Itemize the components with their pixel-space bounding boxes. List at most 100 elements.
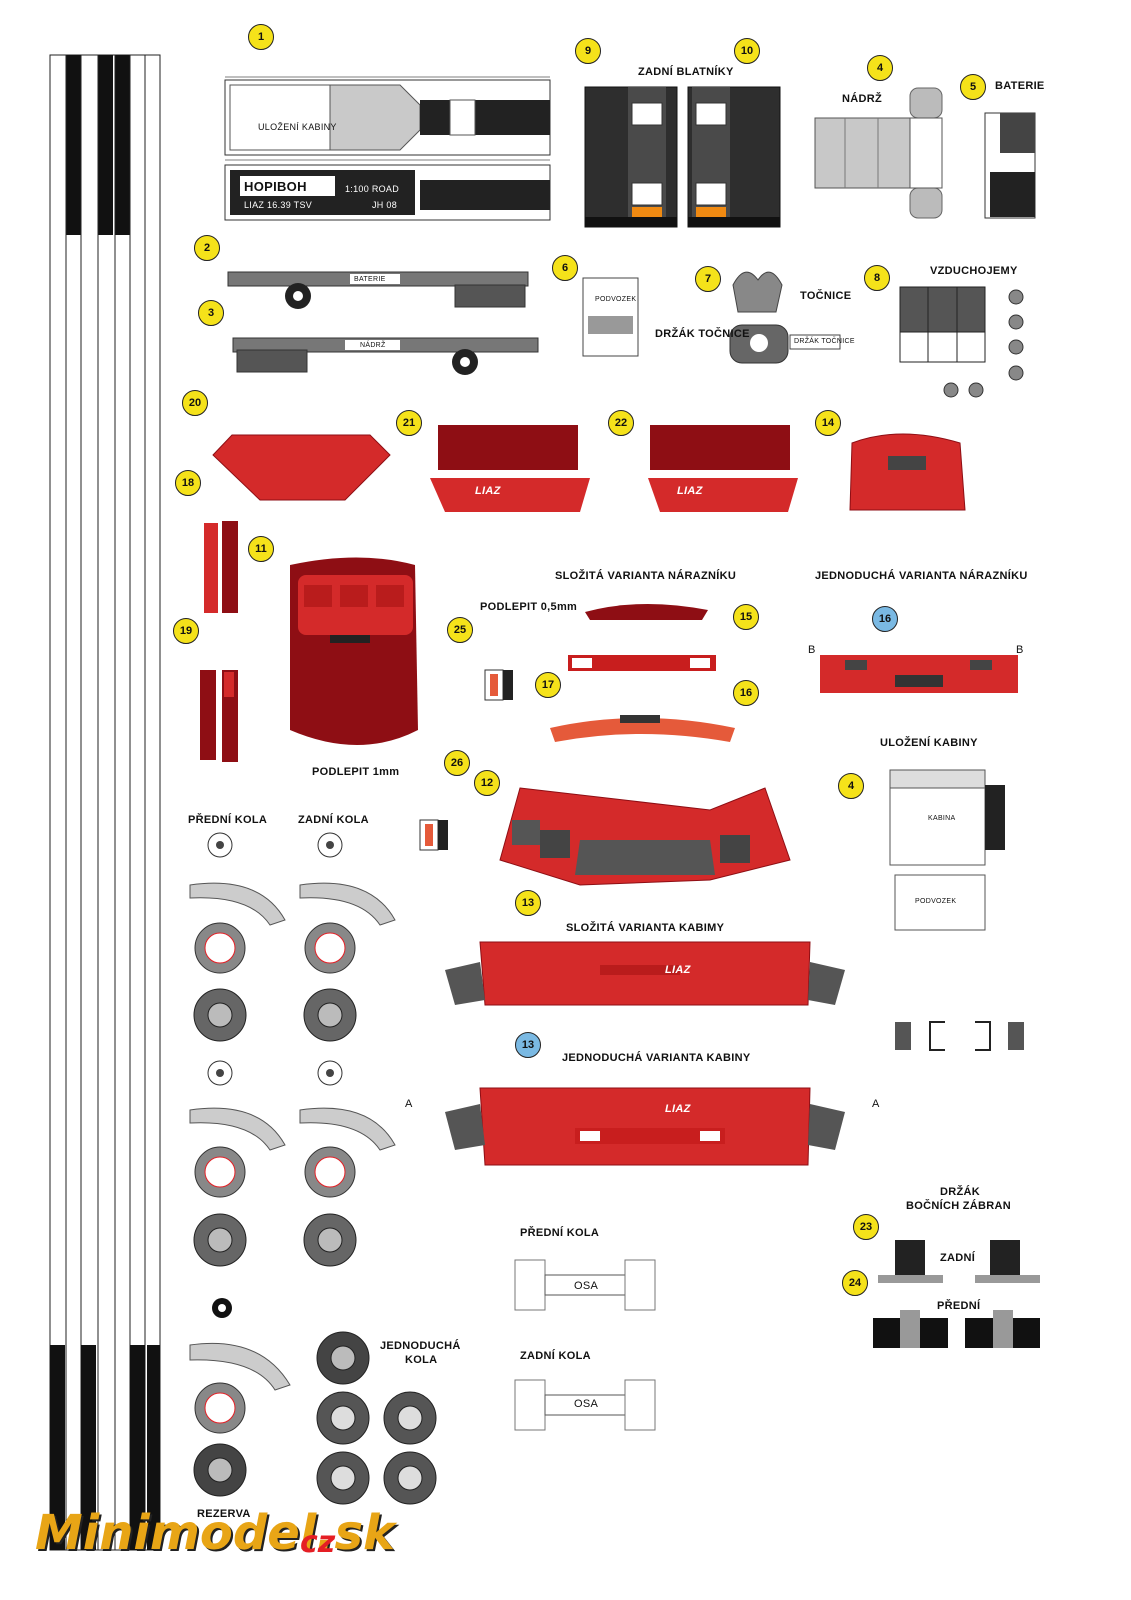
label-zadni-kola: ZADNÍ KOLA (298, 814, 369, 826)
callout-25: 25 (447, 617, 473, 643)
label-rezerva: REZERVA (197, 1508, 251, 1520)
callout-24: 24 (842, 1270, 868, 1296)
part21-liaz: LIAZ (475, 485, 501, 497)
callout-18: 18 (175, 470, 201, 496)
callout-1: 1 (248, 24, 274, 50)
callout-16a: 16 (872, 606, 898, 632)
label-zadni-kola-osa: ZADNÍ KOLA (520, 1350, 591, 1362)
label-slozita-kabiny: SLOŽITÁ VARIANTA KABIMY (566, 922, 725, 934)
marker-a-left: A (405, 1098, 413, 1110)
callout-8: 8 (864, 265, 890, 291)
part-13-cab-simple (445, 1087, 845, 1166)
callout-13b: 13 (515, 1032, 541, 1058)
part-13-cab-complex (445, 941, 845, 1006)
wheels-group (189, 832, 437, 1505)
part-24-holder (873, 1310, 1040, 1348)
part-19-strips (200, 670, 238, 762)
part-17-bumper (550, 715, 735, 742)
label-jednoducha-kola-2: KOLA (405, 1354, 438, 1366)
part13-liaz: LIAZ (665, 964, 691, 976)
callout-20: 20 (182, 390, 208, 416)
marker-b-left: B (808, 644, 816, 656)
part3-text: NÁDRŽ (360, 342, 386, 349)
part-3-chassis-side (232, 337, 539, 375)
callout-3: 3 (198, 300, 224, 326)
callout-4b: 4 (838, 773, 864, 799)
part-12-window-strip (499, 787, 791, 886)
label-tocnice: TOČNICE (800, 290, 852, 302)
label-predni-kola: PŘEDNÍ KOLA (188, 814, 268, 826)
callout-5: 5 (960, 74, 986, 100)
part-22-panel (648, 425, 798, 512)
part-23-holder (878, 1240, 1040, 1283)
callout-6: 6 (552, 255, 578, 281)
callout-14: 14 (815, 410, 841, 436)
part-4-tank (814, 87, 943, 219)
label-jednoducha-kola-1: JEDNODUCHÁ (380, 1340, 461, 1352)
label-jednoducha-narazniku: JEDNODUCHÁ VARIANTA NÁRAZNÍKU (815, 570, 1028, 582)
part-16-bumper-complex (568, 655, 716, 671)
brackets (895, 1021, 1024, 1051)
callout-22: 22 (608, 410, 634, 436)
label-slozita-narazniku: SLOŽITÁ VARIANTA NÁRAZNÍKU (555, 570, 737, 582)
callout-26: 26 (444, 750, 470, 776)
label-predni-kola-osa: PŘEDNÍ KOLA (520, 1227, 600, 1239)
label-ulozeni-kabiny: ULOŽENÍ KABINY (880, 737, 978, 749)
part-4-cab-mount (889, 769, 1005, 931)
part-25-detail (484, 669, 513, 701)
axle-front (514, 1259, 656, 1311)
edge-strips (49, 54, 161, 1551)
part-16-bumper-simple (820, 655, 1018, 693)
part-20-roof-panel (212, 434, 391, 501)
part-8-air-tanks (899, 286, 1024, 398)
part-26-detail (419, 819, 448, 851)
part-2-chassis-side (227, 271, 529, 309)
callout-9: 9 (575, 38, 601, 64)
callout-23: 23 (853, 1214, 879, 1240)
callout-16b: 16 (733, 680, 759, 706)
callout-10: 10 (734, 38, 760, 64)
callout-19: 19 (173, 618, 199, 644)
part1-text-code: JH 08 (372, 200, 398, 210)
callout-7: 7 (695, 266, 721, 292)
minimodel-logo: Minimodel.sk (35, 1505, 395, 1561)
part-10-fender (687, 86, 781, 228)
label-jednoducha-kabiny: JEDNODUCHÁ VARIANTA KABINY (562, 1052, 751, 1064)
callout-4a: 4 (867, 55, 893, 81)
callout-12: 12 (474, 770, 500, 796)
part13b-liaz: LIAZ (665, 1103, 691, 1115)
part7-text: DRŽÁK TOČNICE (794, 338, 855, 345)
part6-text: PODVOZEK (595, 296, 637, 303)
marker-a-right: A (872, 1098, 880, 1110)
callout-2: 2 (194, 235, 220, 261)
callout-13a: 13 (515, 890, 541, 916)
part2-text: BATERIE (354, 276, 386, 283)
part-5-battery (984, 112, 1036, 219)
part-1-chassis (224, 76, 551, 221)
label-osa-rear: OSA (574, 1398, 599, 1410)
label-zadni-blatniky: ZADNÍ BLATNÍKY (638, 66, 734, 78)
label-drzak-bocnich-2: BOČNÍCH ZÁBRAN (906, 1200, 1012, 1212)
part1-text-ulozeni: ULOŽENÍ KABINY (258, 122, 337, 132)
label-podlepit-05: PODLEPIT 0,5mm (480, 601, 578, 613)
label-zadni: ZADNÍ (940, 1252, 976, 1264)
label-vzduchojemy: VZDUCHOJEMY (930, 265, 1018, 277)
part-21-panel (430, 425, 590, 512)
callout-15: 15 (733, 604, 759, 630)
callout-11: 11 (248, 536, 274, 562)
part-9-fender (584, 86, 678, 228)
part4-text-kabina: KABINA (928, 815, 956, 822)
axle-rear (514, 1379, 656, 1431)
marker-b-right: B (1016, 644, 1024, 656)
part-7-fifth-wheel (729, 271, 841, 364)
label-osa-front: OSA (574, 1280, 599, 1292)
part-18-strips (204, 521, 238, 613)
label-nadrz: NÁDRŽ (842, 93, 882, 105)
part-6-holder (582, 277, 639, 357)
label-baterie: BATERIE (995, 80, 1045, 92)
part4-text-podvozek: PODVOZEK (915, 898, 957, 905)
part-15-bumper (585, 603, 708, 620)
label-drzak-tocnice: DRŽÁK TOČNICE (655, 328, 750, 340)
